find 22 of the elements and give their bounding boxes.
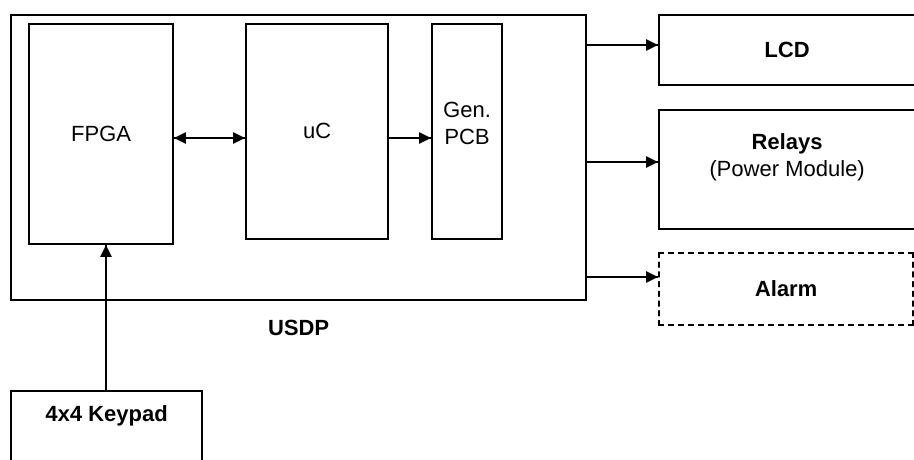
output-box xyxy=(658,14,914,86)
box-title: 4x4 Keypad xyxy=(45,400,168,428)
module-box xyxy=(431,23,503,240)
arrow xyxy=(100,245,112,390)
input-box xyxy=(10,390,203,460)
box-title: Relays xyxy=(752,129,822,156)
box-title: Alarm xyxy=(754,276,818,302)
module-box xyxy=(28,23,174,245)
arrow xyxy=(587,39,658,51)
box-subtitle: (Power Module) xyxy=(709,156,865,182)
box-title: uC xyxy=(302,118,332,145)
box-title: FPGA xyxy=(71,120,131,148)
box-title: Gen. PCB xyxy=(442,97,492,150)
output-box xyxy=(658,252,914,326)
box-title: LCD xyxy=(764,36,810,64)
arrow xyxy=(587,271,658,283)
arrow xyxy=(587,156,658,168)
module-box xyxy=(245,23,389,240)
system-label: USDP xyxy=(266,315,330,342)
arrow xyxy=(389,132,431,144)
output-box xyxy=(658,109,914,230)
arrow xyxy=(174,132,245,144)
